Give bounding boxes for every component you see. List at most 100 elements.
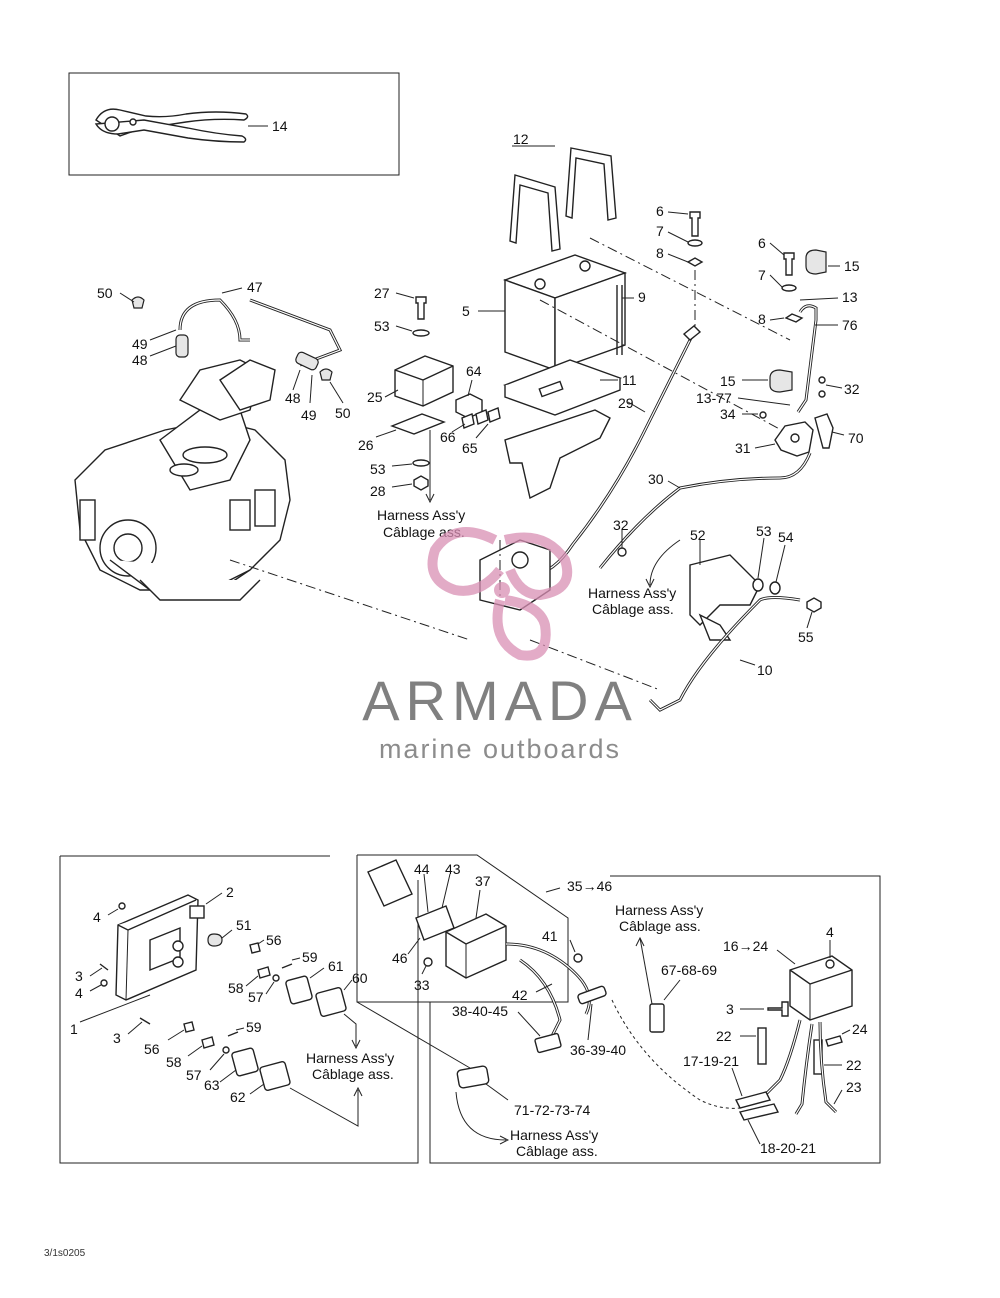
drawing-number: 3/1s0205 <box>44 1248 86 1259</box>
callout-58a: 58 <box>228 980 244 996</box>
callout-48a: 48 <box>132 352 148 368</box>
callout-3b: 3 <box>113 1030 121 1046</box>
callout-49a: 49 <box>132 336 148 352</box>
callout-48b: 48 <box>285 390 301 406</box>
ignition-coil: 27 53 25 26 53 28 <box>358 285 454 499</box>
callout-7a: 7 <box>656 223 664 239</box>
callout-27: 27 <box>374 285 390 301</box>
callout-42: 42 <box>512 987 528 1003</box>
callout-8a: 8 <box>656 245 664 261</box>
callout-65: 65 <box>462 440 478 456</box>
callout-5: 5 <box>462 303 470 319</box>
callout-63: 63 <box>204 1077 220 1093</box>
callout-25: 25 <box>367 389 383 405</box>
vent-tube: 9 <box>616 285 646 355</box>
callout-62: 62 <box>230 1089 246 1105</box>
callout-55: 55 <box>798 629 814 645</box>
callout-47: 47 <box>247 279 263 295</box>
crimping-pliers-icon <box>94 108 249 143</box>
callout-31: 31 <box>735 440 751 456</box>
callout-14: 14 <box>272 118 288 134</box>
battery-positive-cable: 13 76 8 <box>758 289 858 413</box>
callout-60: 60 <box>352 970 368 986</box>
callout-32b: 32 <box>613 517 629 533</box>
callout-8b: 8 <box>758 311 766 327</box>
callout-2: 2 <box>226 884 234 900</box>
callout-12: 12 <box>513 131 529 147</box>
callout-6b: 6 <box>758 235 766 251</box>
callout-24: 24 <box>852 1021 868 1037</box>
harness-note-c-en: Harness Ass'y <box>306 1050 394 1066</box>
callout-384045: 38-40-45 <box>452 1003 508 1019</box>
callout-15a: 15 <box>844 258 860 274</box>
callout-1624: 16→24 <box>723 938 768 954</box>
callout-4b: 4 <box>75 985 83 1001</box>
callout-61: 61 <box>328 958 344 974</box>
callout-22b: 22 <box>846 1057 862 1073</box>
spark-plug-leads: 50 47 49 48 48 49 50 <box>97 279 351 423</box>
harness-note-b: Harness Ass'y Câblage ass. <box>588 539 681 617</box>
alignment-line-b <box>539 299 801 441</box>
callout-26: 26 <box>358 437 374 453</box>
lower-right-panel: 44 43 46 37 35→46 33 41 42 38-40-45 36-3… <box>356 854 881 1164</box>
tool-inset-frame <box>68 72 400 176</box>
hardware-stack-a: 6 7 8 <box>656 203 704 267</box>
brand-tagline: marine outboards <box>378 734 622 764</box>
callout-11: 11 <box>622 372 637 388</box>
harness-note-d-fr: Câblage ass. <box>516 1143 598 1159</box>
callout-1: 1 <box>70 1021 78 1037</box>
harness-note-a-en: Harness Ass'y <box>377 507 465 523</box>
callout-71727374: 71-72-73-74 <box>514 1102 590 1118</box>
callout-10: 10 <box>757 662 773 678</box>
battery-tray: 11 <box>502 359 637 500</box>
callout-32a: 32 <box>844 381 860 397</box>
callout-6a: 6 <box>656 203 664 219</box>
harness-note-d-en: Harness Ass'y <box>510 1127 598 1143</box>
callout-57b: 57 <box>186 1067 202 1083</box>
harness-note-b-fr: Câblage ass. <box>592 601 674 617</box>
connector-64-group: 64 66 65 <box>440 363 501 456</box>
callout-50a: 50 <box>97 285 113 301</box>
callout-41: 41 <box>542 928 558 944</box>
battery-ground-cable: 29 <box>532 325 702 576</box>
callout-30: 30 <box>648 471 664 487</box>
callout-13: 13 <box>842 289 858 305</box>
callout-59a: 59 <box>302 949 318 965</box>
battery: 5 <box>462 254 628 371</box>
hardware-stack-b: 6 7 15 <box>758 235 860 292</box>
callout-37: 37 <box>475 873 491 889</box>
callout-54: 54 <box>778 529 794 545</box>
callout-49b: 49 <box>301 407 317 423</box>
callout-676869: 67-68-69 <box>661 962 717 978</box>
brand-name: ARMADA <box>362 669 638 732</box>
callout-56b: 56 <box>144 1041 160 1057</box>
callout-33: 33 <box>414 977 430 993</box>
callout-46: 46 <box>392 950 408 966</box>
tool-inset: 14 <box>68 72 400 176</box>
callout-28: 28 <box>370 483 386 499</box>
callout-3c: 3 <box>726 1001 734 1017</box>
callout-23: 23 <box>846 1079 862 1095</box>
solenoid-assembly: 15 13-77 34 31 32 70 <box>696 369 864 457</box>
callout-15b: 15 <box>720 373 736 389</box>
battery-straps: 12 <box>509 131 617 252</box>
harness-note-e-fr: Câblage ass. <box>619 918 701 934</box>
callout-52: 52 <box>690 527 706 543</box>
callout-34: 34 <box>720 406 736 422</box>
callout-22a: 22 <box>716 1028 732 1044</box>
callout-3a: 3 <box>75 968 83 984</box>
callout-56a: 56 <box>266 932 282 948</box>
callout-53c: 53 <box>756 523 772 539</box>
callout-58b: 58 <box>166 1054 182 1070</box>
callout-9: 9 <box>638 289 646 305</box>
armada-logo-icon <box>427 527 573 661</box>
engine-block <box>74 359 291 601</box>
callout-51: 51 <box>236 917 252 933</box>
callout-59b: 59 <box>246 1019 262 1035</box>
alignment-line-a <box>589 237 791 341</box>
callout-66: 66 <box>440 429 456 445</box>
lower-left-panel: 1 2 4 51 3 4 3 56 58 57 59 61 <box>59 855 419 1164</box>
callout-7b: 7 <box>758 267 766 283</box>
callout-3546: 35→46 <box>567 878 612 894</box>
